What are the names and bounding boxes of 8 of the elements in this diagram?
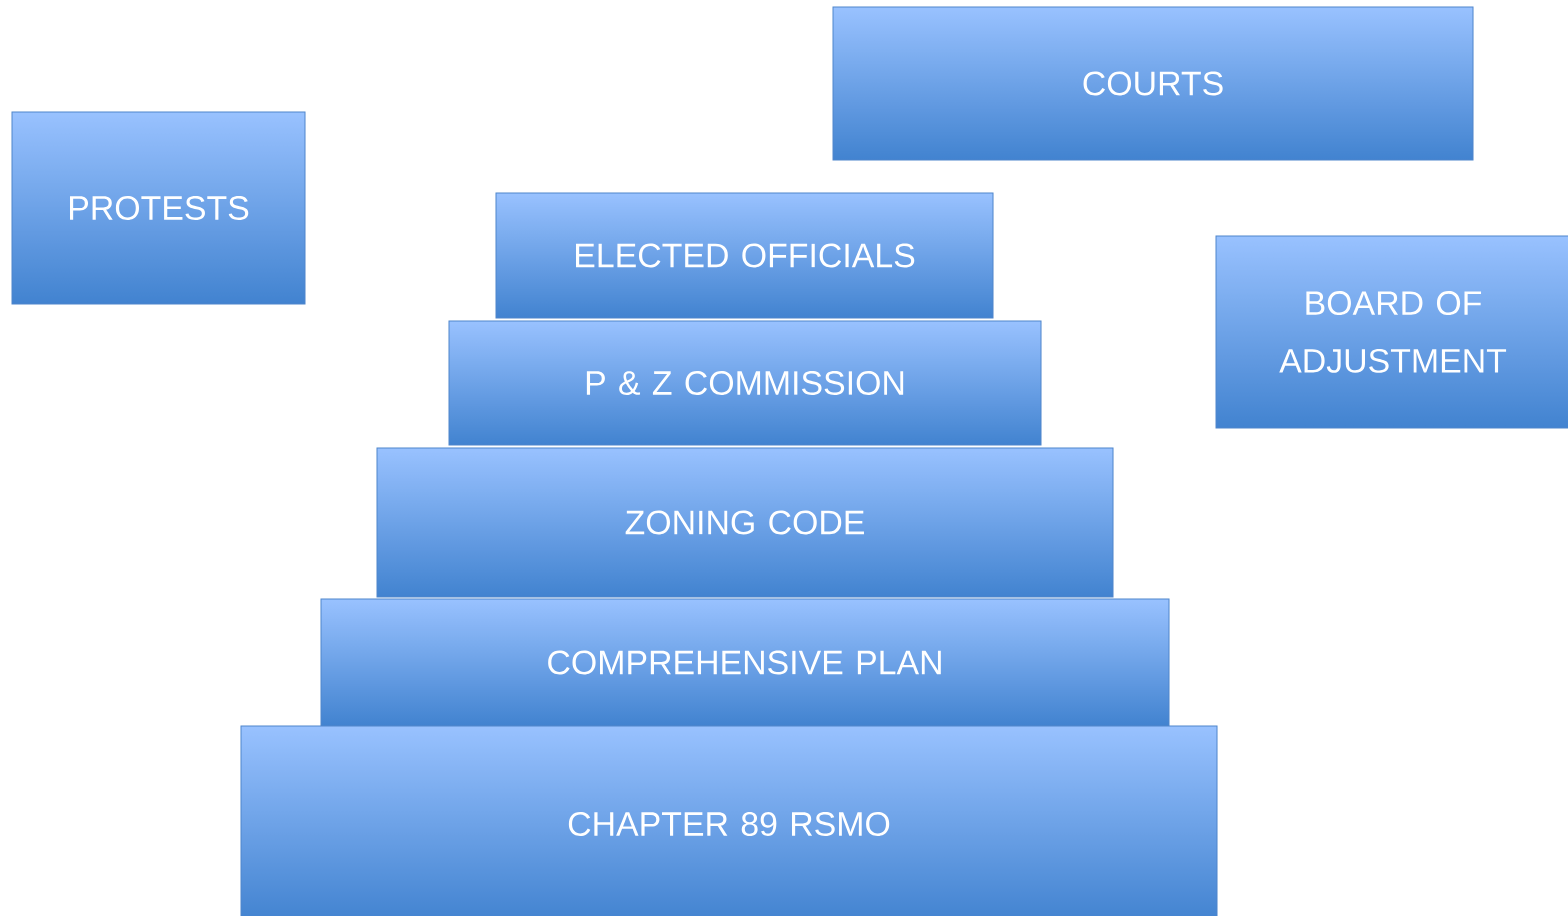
- box: COMPREHENSIVE PLAN: [320, 598, 1170, 727]
- box: ELECTED OFFICIALS: [495, 192, 994, 319]
- box: COURTS: [832, 6, 1474, 161]
- box: P & Z COMMISSION: [448, 320, 1042, 446]
- box: BOARD OF ADJUSTMENT: [1215, 235, 1568, 429]
- box: PROTESTS: [11, 111, 306, 305]
- box: ZONING CODE: [376, 447, 1114, 598]
- box: CHAPTER 89 RSMO: [240, 725, 1218, 916]
